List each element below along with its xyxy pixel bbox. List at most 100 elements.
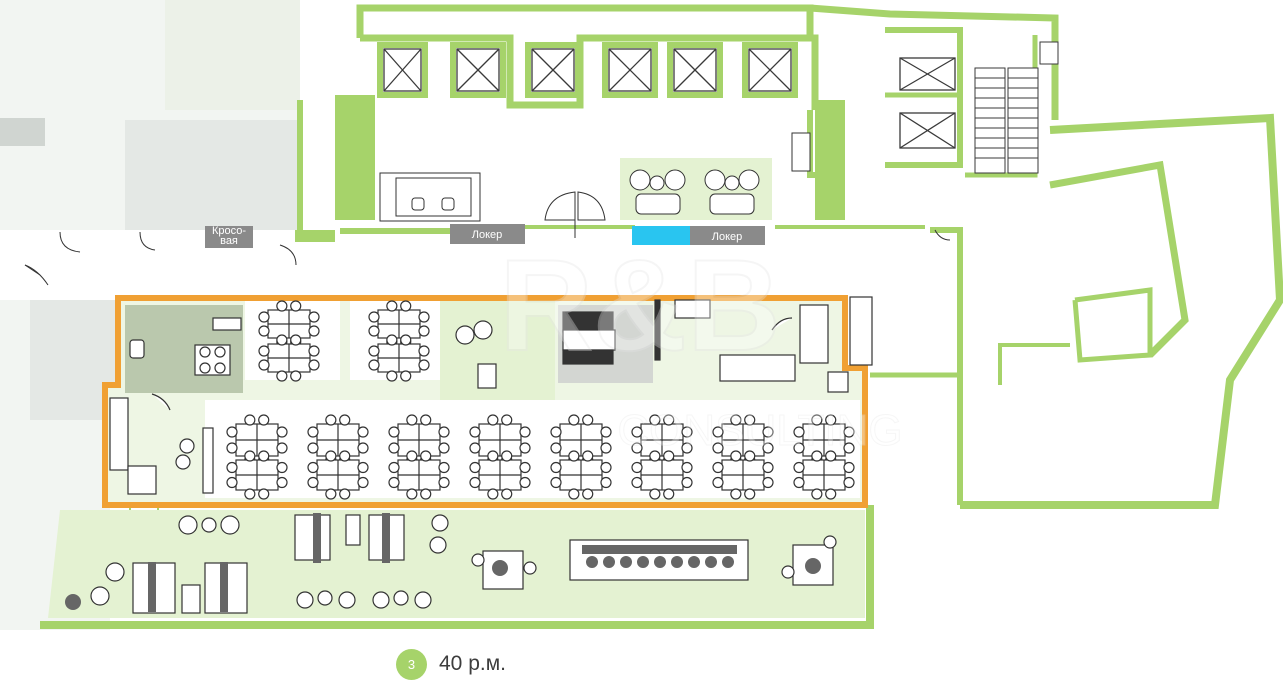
chair	[406, 488, 418, 500]
chair	[438, 442, 450, 454]
chair	[406, 414, 418, 426]
chair	[681, 426, 693, 438]
chair	[631, 442, 643, 454]
staircase	[974, 41, 1059, 174]
chair	[649, 414, 661, 426]
chair	[712, 442, 724, 454]
lobby-lounge	[379, 132, 811, 238]
chair	[307, 461, 319, 474]
chair	[226, 476, 238, 489]
chair	[519, 442, 531, 454]
chair	[325, 414, 337, 426]
chair	[582, 414, 594, 426]
chair	[438, 461, 450, 474]
chair	[406, 450, 418, 462]
locker-right-label: Локер	[712, 231, 743, 243]
chair	[519, 461, 531, 474]
chair	[258, 325, 270, 337]
chair	[290, 300, 302, 312]
chair	[501, 450, 513, 462]
lower-lounge	[48, 510, 865, 618]
chair	[600, 426, 612, 438]
chair	[568, 450, 580, 462]
zone-lounge	[440, 300, 555, 400]
chair	[730, 450, 742, 462]
chair	[325, 488, 337, 500]
workstation-row	[226, 414, 855, 500]
chair	[825, 450, 837, 462]
krosovaya-label: Кросо-вая	[212, 225, 246, 247]
elevator-shafts	[377, 42, 956, 149]
chair	[307, 426, 319, 438]
chair	[420, 450, 432, 462]
chair	[843, 426, 855, 438]
chair	[600, 476, 612, 489]
chair	[519, 426, 531, 438]
chair	[244, 488, 256, 500]
chair	[469, 476, 481, 489]
chair	[388, 461, 400, 474]
locker-left-label: Локер	[472, 229, 503, 241]
chair	[258, 359, 270, 371]
chair	[276, 476, 288, 489]
chair	[730, 488, 742, 500]
chair	[418, 311, 430, 323]
chair	[631, 426, 643, 438]
chair	[487, 450, 499, 462]
watermark-main: R&B	[499, 232, 781, 378]
chair	[550, 476, 562, 489]
chair	[793, 476, 805, 489]
chair	[631, 461, 643, 474]
chair	[712, 476, 724, 489]
chair	[400, 370, 412, 382]
locker-blue	[632, 226, 690, 245]
chair	[793, 426, 805, 438]
chair	[308, 311, 320, 323]
workstation-top	[258, 300, 430, 382]
chair	[663, 414, 675, 426]
chair	[276, 442, 288, 454]
chair	[418, 359, 430, 371]
chair	[339, 488, 351, 500]
chair	[226, 461, 238, 474]
chair	[357, 461, 369, 474]
legend-text: 40 р.м.	[439, 652, 506, 675]
chair	[600, 461, 612, 474]
chair	[762, 461, 774, 474]
chair	[438, 476, 450, 489]
chair	[258, 488, 270, 500]
chair	[258, 450, 270, 462]
chair	[843, 476, 855, 489]
chair	[307, 442, 319, 454]
chair	[568, 488, 580, 500]
chair	[649, 450, 661, 462]
chair	[487, 414, 499, 426]
chair	[226, 442, 238, 454]
chair	[308, 345, 320, 357]
watermark-sub: CONSULTING	[617, 406, 902, 455]
chair	[744, 488, 756, 500]
chair	[368, 325, 380, 337]
chair	[258, 414, 270, 426]
chair	[663, 488, 675, 500]
zone-furniture	[109, 296, 873, 495]
chair	[258, 345, 270, 357]
chair	[825, 488, 837, 500]
chair	[418, 345, 430, 357]
chair	[568, 414, 580, 426]
chair	[487, 488, 499, 500]
chair	[400, 300, 412, 312]
chair	[368, 359, 380, 371]
chair	[501, 488, 513, 500]
chair	[386, 300, 398, 312]
chair	[600, 442, 612, 454]
chair	[843, 461, 855, 474]
chair	[276, 370, 288, 382]
chair	[420, 488, 432, 500]
chair	[388, 442, 400, 454]
chair	[582, 488, 594, 500]
chair	[793, 442, 805, 454]
chair	[550, 442, 562, 454]
legend: 3 40 р.м.	[396, 648, 506, 680]
chair	[712, 426, 724, 438]
